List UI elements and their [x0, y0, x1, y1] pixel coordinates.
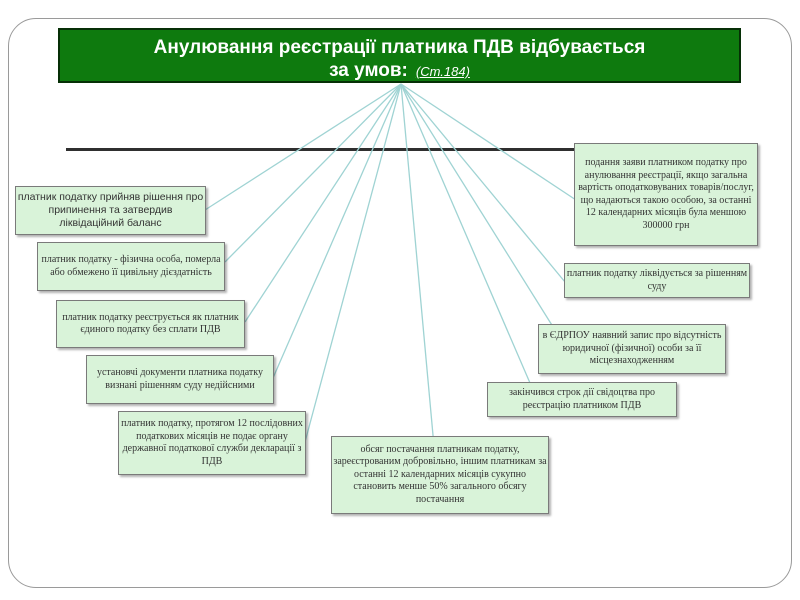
condition-box: платник податку реєструється як платник …	[56, 300, 245, 348]
connector-5	[304, 83, 402, 443]
connector-4	[272, 83, 402, 379]
condition-text: обсяг постачання платникам податку, заре…	[333, 443, 547, 505]
condition-text: платник податку, протягом 12 послідовних…	[121, 418, 303, 467]
connector-10	[400, 83, 577, 201]
title-line-2-text: за умов:	[329, 60, 408, 81]
title-banner: Анулювання реєстрації платника ПДВ відбу…	[58, 28, 741, 83]
article-reference: (Ст.184)	[415, 64, 470, 79]
connector-2	[224, 83, 402, 263]
condition-text: в ЄДРПОУ наявний запис про відсутність ю…	[542, 330, 722, 367]
connector-8	[400, 83, 561, 339]
condition-text: платник податку реєструється як платник …	[62, 311, 239, 336]
condition-box: платник податку - фізична особа, померла…	[37, 242, 225, 291]
divider-line	[66, 148, 730, 151]
condition-text: установчі документи платника податку виз…	[96, 367, 264, 391]
title-line-1: Анулювання реєстрації платника ПДВ відбу…	[153, 37, 646, 58]
connector-9	[400, 83, 566, 283]
condition-box: платник податку ліквідується за рішенням…	[564, 263, 750, 298]
condition-text: закінчився строк дії свідоцтва про реєст…	[508, 387, 656, 411]
connector-1	[204, 83, 402, 211]
condition-text: платник податку - фізична особа, померла…	[41, 254, 221, 278]
connector-7	[400, 83, 531, 384]
condition-box: подання заяви платником податку про анул…	[574, 143, 758, 246]
condition-box: платник податку прийняв рішення про прип…	[15, 186, 206, 235]
condition-box: закінчився строк дії свідоцтва про реєст…	[487, 382, 677, 417]
title-line-2: за умов: (Ст.184)	[60, 60, 739, 82]
condition-box: в ЄДРПОУ наявний запис про відсутність ю…	[538, 324, 726, 374]
condition-box: обсяг постачання платникам податку, заре…	[331, 436, 549, 514]
condition-text: платник податку прийняв рішення про прип…	[17, 191, 204, 229]
condition-box: платник податку, протягом 12 послідовних…	[118, 411, 306, 475]
connector-3	[244, 83, 402, 323]
condition-box: установчі документи платника податку виз…	[86, 355, 274, 404]
condition-text: платник податку ліквідується за рішенням…	[566, 268, 748, 292]
condition-text: подання заяви платником податку про анул…	[578, 157, 754, 231]
